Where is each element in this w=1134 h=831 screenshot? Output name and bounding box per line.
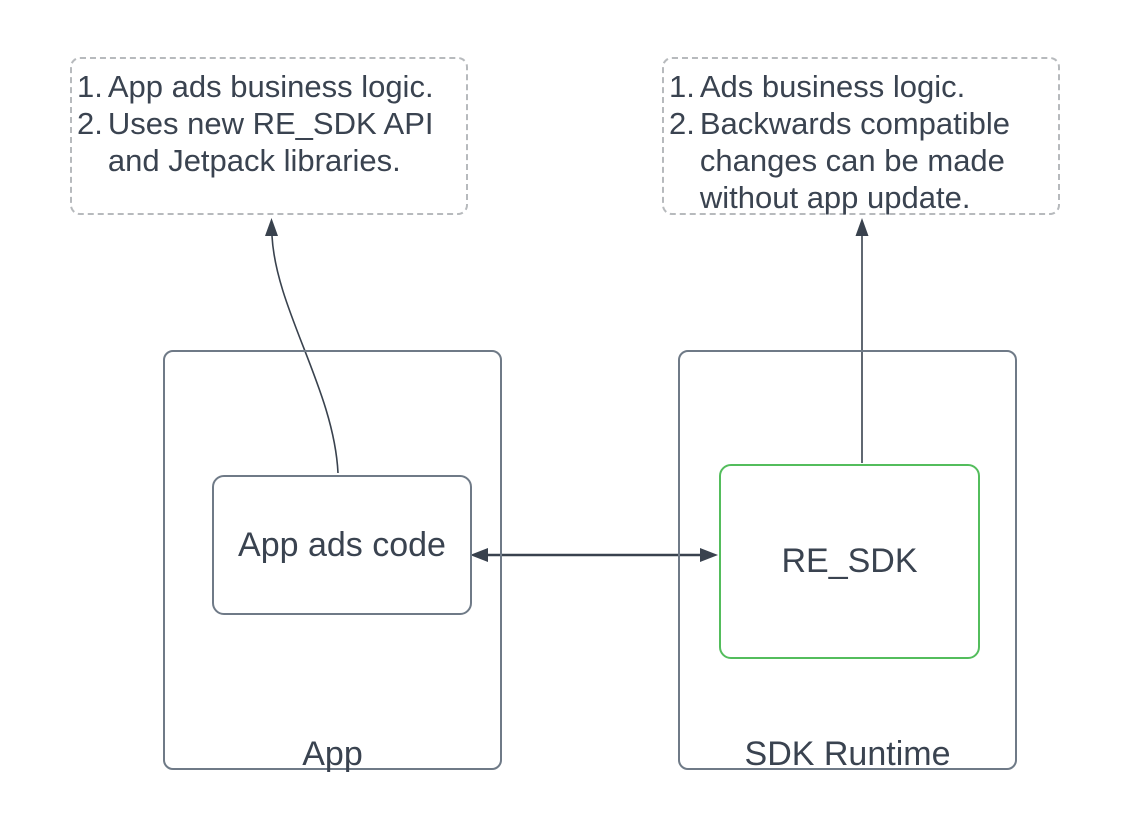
note-list-item: 2. Uses new RE_SDK API and Jetpack libra… [77, 105, 460, 179]
list-number: 1. [77, 69, 103, 104]
note-list-item: 2. Backwards compatible changes can be m… [669, 105, 1052, 216]
list-text: Backwards compatible changes can be made… [699, 106, 1010, 215]
note-app-side: 1. App ads business logic. 2. Uses new R… [70, 57, 468, 215]
list-number: 2. [77, 106, 103, 141]
note-list: 1. Ads business logic. 2. Backwards comp… [664, 59, 1058, 216]
sdk-runtime-container-box: RE_SDK SDK Runtime [678, 350, 1017, 773]
app-container-box: App ads code App [163, 350, 502, 773]
note-list-item: 1. Ads business logic. [669, 68, 1052, 105]
app-label: App [302, 735, 363, 773]
note-list-item: 1. App ads business logic. [77, 68, 460, 105]
re-sdk-box: RE_SDK [719, 464, 980, 659]
list-number: 1. [669, 69, 695, 104]
list-number: 2. [669, 106, 695, 141]
note-sdk-side: 1. Ads business logic. 2. Backwards comp… [662, 57, 1060, 215]
re-sdk-label: RE_SDK [781, 542, 918, 580]
list-text: App ads business logic. [107, 69, 434, 104]
re-sdk-to-note-arrowhead [855, 218, 869, 236]
list-text: Uses new RE_SDK API and Jetpack librarie… [107, 106, 434, 178]
sdk-runtime-label: SDK Runtime [744, 735, 951, 773]
app-ads-code-box: App ads code [212, 475, 472, 615]
list-text: Ads business logic. [699, 69, 966, 104]
note-list: 1. App ads business logic. 2. Uses new R… [72, 59, 466, 179]
app-ads-code-label: App ads code [238, 525, 446, 564]
app-ads-to-note-arrowhead [265, 218, 278, 236]
